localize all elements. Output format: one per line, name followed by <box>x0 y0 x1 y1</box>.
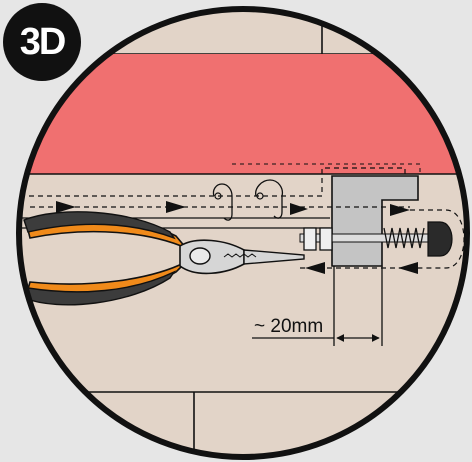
arrow-right-2 <box>166 201 186 213</box>
dashed-profile-inner <box>232 163 421 174</box>
dimension-label: ~ 20mm <box>254 316 323 337</box>
pliers-upper-grip <box>23 211 176 240</box>
hex-nut-1 <box>303 227 317 251</box>
spring-coil <box>383 227 425 249</box>
arrow-right-1 <box>56 201 76 213</box>
arrow-right-3 <box>290 203 308 215</box>
needle-nose-pliers-icon <box>23 211 305 306</box>
hex-nut-2 <box>319 227 333 251</box>
pliers-pivot <box>189 247 211 265</box>
arrow-left-1 <box>305 262 325 274</box>
detail-circle-outline <box>16 6 470 460</box>
arrow-left-2 <box>398 262 418 274</box>
dashed-loop <box>392 209 465 269</box>
wire-clip-2-eye <box>256 192 264 200</box>
end-cap <box>427 221 453 257</box>
step-badge: 3D <box>3 3 81 81</box>
mount-bracket <box>331 175 419 267</box>
pliers-lower-grip <box>23 270 176 306</box>
pink-panel <box>19 54 467 174</box>
arrow-right-4 <box>390 204 410 216</box>
pliers-jaw-teeth <box>223 253 257 258</box>
pliers-jaws <box>243 249 305 265</box>
wire-clip-1-eye <box>214 192 222 200</box>
wire-clip-2 <box>255 179 284 219</box>
wire-clip-1 <box>212 183 233 221</box>
